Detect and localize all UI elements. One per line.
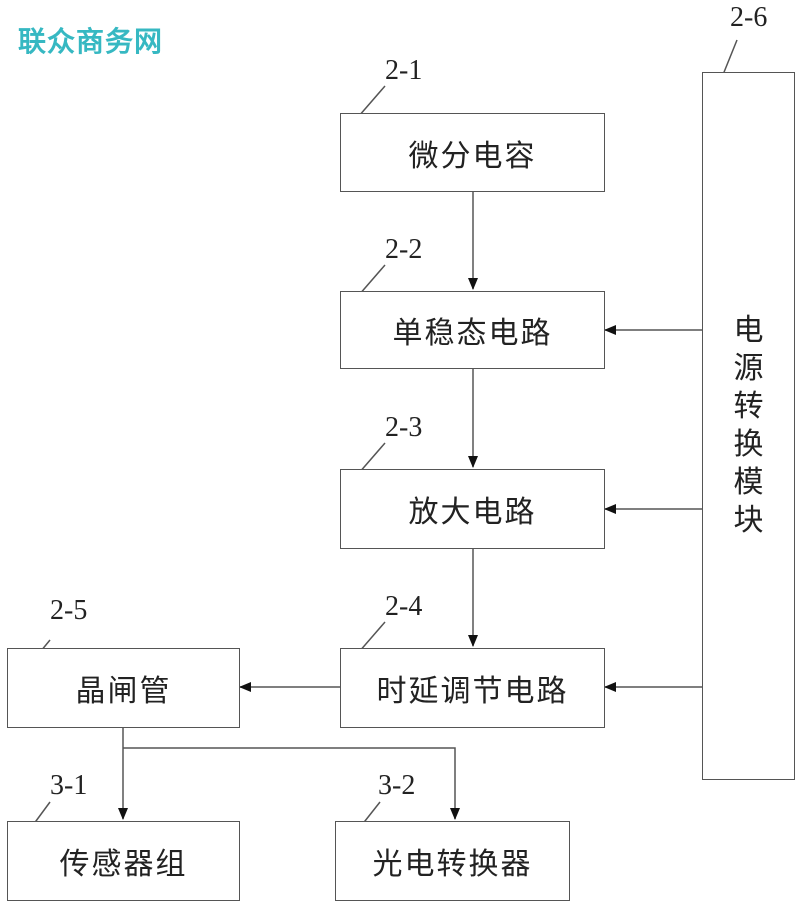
ref-label-2-6: 2-6 [730, 2, 768, 33]
block-label: 时延调节电路 [376, 674, 569, 709]
block-thyristor: 晶闸管 [7, 648, 240, 728]
block-differential-capacitor: 微分电容 [340, 113, 605, 192]
block-char: 电 [733, 313, 764, 348]
ref-label-2-1: 2-1 [385, 55, 423, 86]
block-photoelectric-converter: 光电转换器 [335, 821, 570, 901]
ref-label-2-4: 2-4 [385, 591, 423, 622]
block-char: 换 [733, 427, 764, 462]
ref-label-3-1: 3-1 [50, 770, 88, 801]
ref-label-2-5: 2-5 [50, 595, 88, 626]
block-label: 微分电容 [408, 138, 537, 174]
block-char: 源 [733, 351, 764, 386]
ref-label-2-3: 2-3 [385, 412, 423, 443]
block-power-conversion-module: 电 源 转 换 模 块 [702, 72, 795, 780]
ref-label-2-2: 2-2 [385, 234, 423, 265]
block-label: 光电转换器 [372, 847, 533, 882]
block-label: 放大电路 [408, 495, 537, 530]
block-label: 单稳态电路 [392, 316, 553, 351]
ref-label-3-2: 3-2 [378, 770, 416, 801]
block-char: 块 [733, 503, 764, 538]
watermark-logo: 联众商务网 [18, 25, 164, 58]
arrow-2-5-to-3-2 [123, 747, 460, 820]
block-amplifier-circuit: 放大电路 [340, 469, 605, 549]
block-delay-adjust-circuit: 时延调节电路 [340, 648, 605, 728]
block-sensor-group: 传感器组 [7, 821, 240, 901]
block-char: 转 [733, 389, 764, 424]
block-label: 晶闸管 [75, 674, 172, 709]
block-label: 传感器组 [59, 847, 188, 882]
block-char: 模 [733, 465, 764, 500]
block-monostable-circuit: 单稳态电路 [340, 291, 605, 369]
